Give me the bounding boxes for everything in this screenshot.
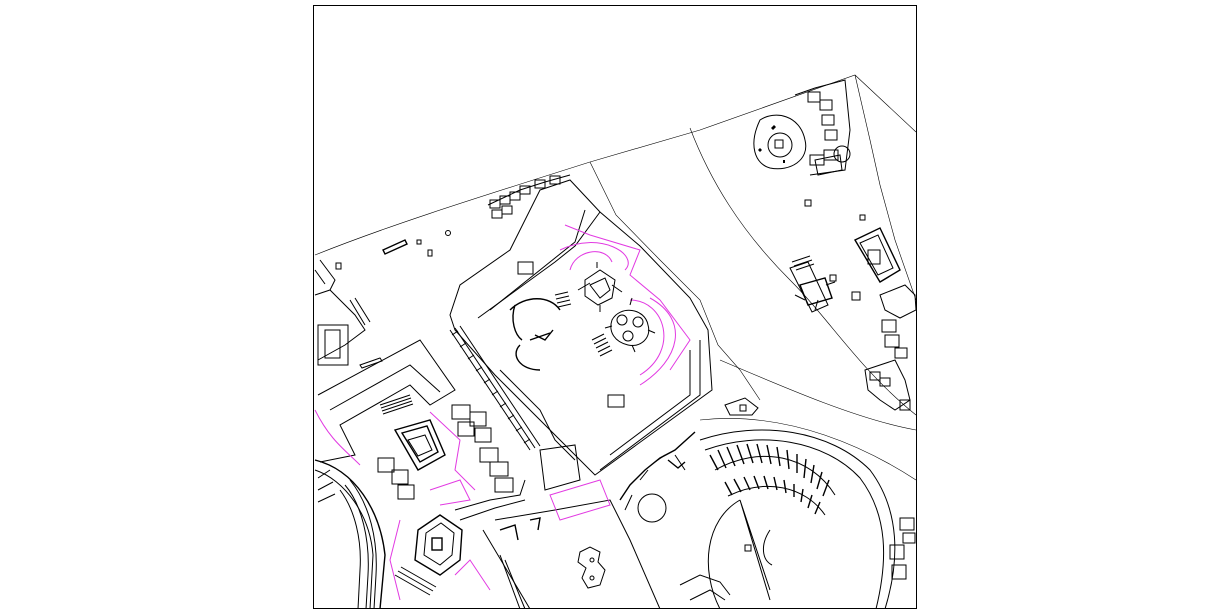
south-arcades	[679, 544, 752, 601]
west-blocks	[314, 259, 476, 506]
sculpture-figure	[577, 546, 606, 589]
southern-streets	[482, 444, 661, 609]
long-stoa	[449, 325, 541, 451]
east-buildings	[724, 79, 917, 580]
site-plan-drawing	[313, 5, 917, 609]
cavea-seating	[709, 443, 836, 516]
entrance-walls	[619, 431, 696, 511]
theater-west	[314, 459, 386, 609]
central-square-complex	[449, 179, 713, 476]
colonnade-row	[379, 394, 414, 415]
site-boundary	[314, 74, 917, 481]
residential-block-cluster	[377, 404, 526, 521]
drawing-border	[313, 5, 917, 609]
courtyard-building-1	[379, 394, 446, 471]
courtyard-building-2	[389, 514, 491, 601]
stair-flight	[554, 291, 613, 357]
hippodrome	[619, 429, 896, 609]
north-row-houses	[335, 174, 571, 270]
